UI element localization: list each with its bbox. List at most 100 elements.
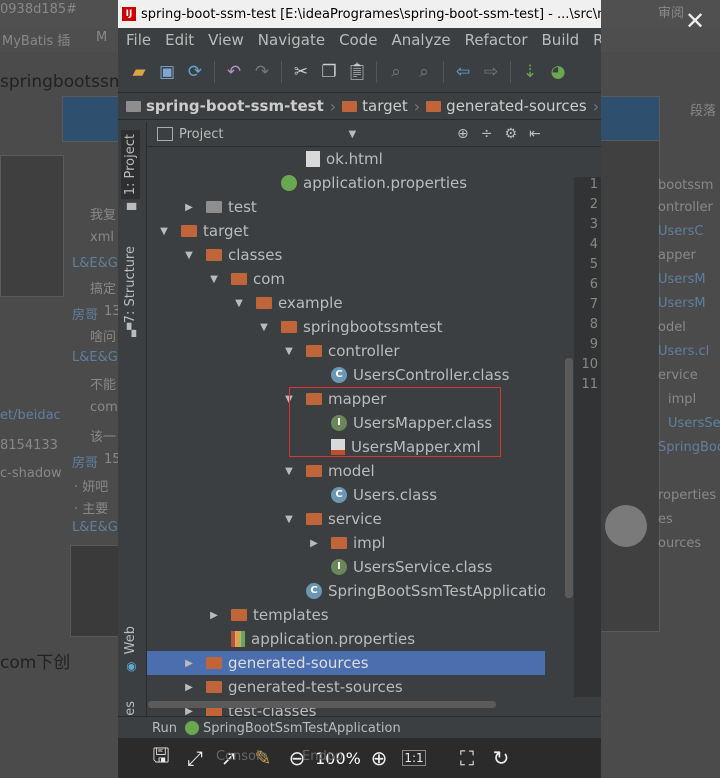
tree-item[interactable]: ▼controller <box>147 339 545 363</box>
fullscreen-icon[interactable]: ⛶ <box>460 746 474 770</box>
menu-build[interactable]: Build <box>541 31 580 49</box>
undo-icon[interactable]: ↶ <box>226 62 242 82</box>
rotate-icon[interactable]: ↻ <box>492 746 510 770</box>
locate-icon[interactable]: ⊕ <box>457 126 469 142</box>
paste-icon[interactable]: 📋︎ <box>346 62 368 82</box>
menu-run[interactable]: Run <box>593 31 601 49</box>
tree-item[interactable]: ▶generated-sources <box>147 651 545 675</box>
sync-icon[interactable]: ⟳ <box>187 62 203 82</box>
background-text: 我复 <box>90 208 117 223</box>
vertical-scrollbar[interactable] <box>565 358 573 598</box>
breadcrumb-generated-sources[interactable]: generated-sources <box>426 97 587 115</box>
zoom-in-icon[interactable]: ⊕ <box>370 746 388 770</box>
breadcrumb-target[interactable]: target <box>342 97 408 115</box>
background-text: c-shadow <box>0 466 62 481</box>
menu-file[interactable]: File <box>126 31 152 49</box>
xml-icon <box>331 439 345 455</box>
folder-icon <box>206 657 222 669</box>
tree-item[interactable]: ▶generated-test-sources <box>147 675 545 699</box>
tree-item[interactable]: ok.html <box>147 147 545 171</box>
tree-item[interactable]: ▼model <box>147 459 545 483</box>
expand-right-icon[interactable]: ▶ <box>185 201 193 213</box>
expand-down-icon[interactable]: ▼ <box>285 513 293 525</box>
back-icon[interactable]: ⇦ <box>455 62 471 82</box>
replace-icon[interactable]: ⌕ <box>419 62 429 82</box>
expand-down-icon[interactable]: ▼ <box>160 225 168 237</box>
tab-project[interactable]: 1: Project <box>121 130 140 200</box>
actual-size-button[interactable]: 1:1 <box>402 750 426 766</box>
expand-down-icon[interactable]: ▼ <box>185 249 193 261</box>
expand-down-icon[interactable]: ▼ <box>260 321 268 333</box>
tree-item[interactable]: CSpringBootSsmTestApplication.cla <box>147 579 545 603</box>
horizontal-scrollbar[interactable] <box>148 701 496 708</box>
tab-web[interactable]: Web <box>123 626 138 655</box>
edit-icon[interactable]: ✎ <box>254 746 272 770</box>
tab-structure[interactable]: 7: Structure <box>123 246 138 324</box>
hide-icon[interactable]: ⇤ <box>529 126 541 142</box>
expand-right-icon[interactable]: ▶ <box>310 537 318 549</box>
tree-item[interactable]: application.properties <box>147 171 545 195</box>
open-icon[interactable]: ▰ <box>132 62 146 82</box>
tree-item[interactable]: ▼com <box>147 267 545 291</box>
tree-item[interactable]: ▶templates <box>147 603 545 627</box>
tree-item[interactable]: ▼service <box>147 507 545 531</box>
expand-down-icon[interactable]: ▼ <box>235 297 243 309</box>
expand-right-icon[interactable]: ▶ <box>210 609 218 621</box>
menu-view[interactable]: View <box>208 31 244 49</box>
expand-down-icon[interactable]: ▼ <box>210 273 218 285</box>
tree-item[interactable]: application.properties <box>147 627 545 651</box>
cut-icon[interactable]: ✂ <box>293 62 309 82</box>
menu-analyze[interactable]: Analyze <box>391 31 451 49</box>
run-config-icon[interactable]: ◕ <box>550 62 566 82</box>
expand-down-icon[interactable]: ▼ <box>285 465 293 477</box>
tree-item[interactable]: ▼mapper <box>147 387 545 411</box>
tree-item[interactable]: ▼springbootssmtest <box>147 315 545 339</box>
run-config-name[interactable]: SpringBootSsmTestApplication <box>202 720 401 736</box>
expand-right-icon[interactable]: ▶ <box>185 681 193 693</box>
breadcrumb: spring-boot-ssm-test › target › generate… <box>118 93 601 120</box>
collapse-all-icon[interactable]: ÷ <box>480 126 493 142</box>
menu-code[interactable]: Code <box>339 31 378 49</box>
redo-icon[interactable]: ↷ <box>254 62 270 82</box>
tree-item[interactable]: ▶test <box>147 195 545 219</box>
forward-icon[interactable]: ⇨ <box>483 62 499 82</box>
find-icon[interactable]: ⌕ <box>391 62 401 82</box>
tree-item-label: UsersController.class <box>353 366 510 384</box>
fit-window-icon[interactable]: ⤢ <box>187 746 203 770</box>
background-text: L&E&G <box>72 520 118 535</box>
tree-item-label: target <box>203 222 249 240</box>
expand-right-icon[interactable]: ▶ <box>185 657 193 669</box>
background-text: UsersM <box>658 296 706 311</box>
close-icon[interactable]: ✕ <box>684 7 706 35</box>
tree-item[interactable]: ▼classes <box>147 243 545 267</box>
background-text: MyBatis 插 <box>2 34 71 49</box>
menu-navigate[interactable]: Navigate <box>257 31 326 49</box>
menu-edit[interactable]: Edit <box>165 31 195 49</box>
gear-icon[interactable]: ⚙ <box>504 126 518 142</box>
expand-down-icon[interactable]: ▼ <box>285 345 293 357</box>
share-icon[interactable]: ↗ <box>220 746 238 770</box>
copy-icon[interactable]: ❐ <box>321 62 337 82</box>
build-icon[interactable]: ⇣ <box>522 62 538 82</box>
tree-item[interactable]: ▼example <box>147 291 545 315</box>
expand-right-icon[interactable]: ▶ <box>185 705 193 717</box>
menu-refactor[interactable]: Refactor <box>464 31 528 49</box>
folder-icon <box>426 100 442 112</box>
folder-icon <box>206 249 222 261</box>
save-icon[interactable]: ▣ <box>158 62 176 82</box>
project-view-selector[interactable]: Project <box>179 126 224 142</box>
line-number: 1 <box>589 177 598 192</box>
zoom-out-icon[interactable]: ⊖ <box>288 746 306 770</box>
breadcrumb-project[interactable]: spring-boot-ssm-test <box>126 97 324 115</box>
tree-item[interactable]: ▶impl <box>147 531 545 555</box>
tree-item[interactable]: UsersMapper.xml <box>147 435 545 459</box>
expand-down-icon[interactable]: ▼ <box>285 393 293 405</box>
menu-bar: File Edit View Navigate Code Analyze Refactor B… <box>118 28 601 52</box>
tree-item[interactable]: ▼ target <box>147 219 545 243</box>
save-icon[interactable]: 🖫︎ <box>152 743 170 767</box>
chevron-down-icon[interactable]: ▼ <box>348 128 357 140</box>
